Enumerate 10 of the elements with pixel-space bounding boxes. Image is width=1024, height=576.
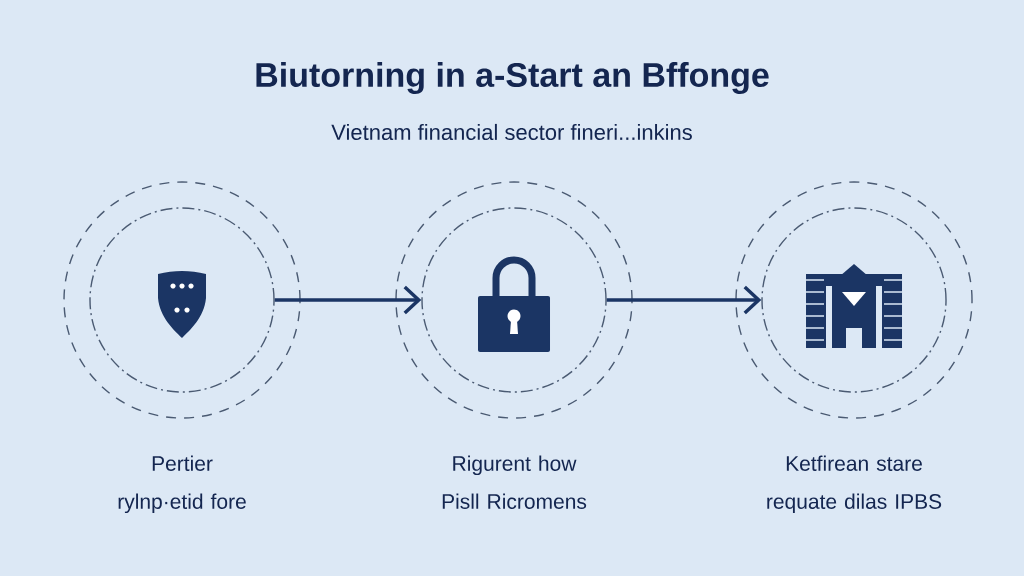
arrow — [274, 285, 422, 315]
node-label: Ketfirean stare requate dilas IPBS — [767, 455, 942, 514]
dashed-circle — [761, 207, 947, 393]
dashed-circle — [421, 207, 607, 393]
arrow — [606, 285, 762, 315]
node-label: Rigurent how Pisll Ricromens — [442, 455, 587, 509]
node-label: Pertier rylnp·etid fore — [118, 455, 246, 514]
dashed-circle — [89, 207, 275, 393]
title: Biutorning in a-Start an Bffonge — [256, 62, 769, 94]
subtitle: Vietnam financial sector fineri...inkins — [331, 123, 692, 141]
